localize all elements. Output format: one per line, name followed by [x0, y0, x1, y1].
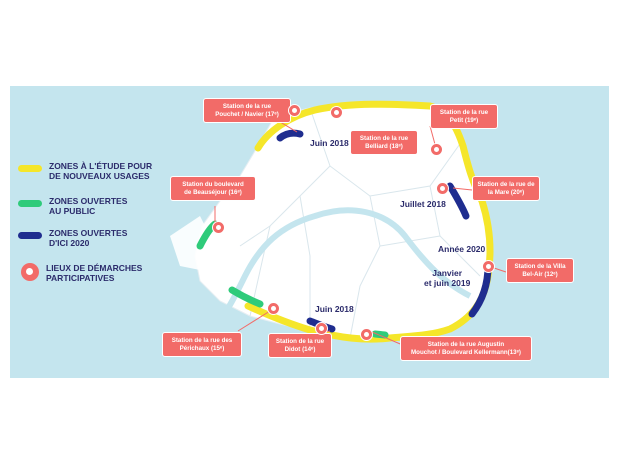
- station-callout: Station du boulevard de Beauséjour (16ᵉ): [170, 176, 256, 201]
- location-pin-icon: [330, 106, 343, 119]
- paris-map: ZONES À L'ÉTUDE POUR DE NOUVEAUX USAGES …: [10, 86, 609, 378]
- date-label: Janvier et juin 2019: [424, 268, 471, 288]
- station-callout: Station de la rue Petit (19ᵉ): [430, 104, 498, 129]
- blue-swatch-icon: [18, 232, 42, 239]
- map-graphic: [170, 100, 507, 347]
- date-label: Année 2020: [438, 244, 486, 254]
- location-pin-icon: [436, 182, 449, 195]
- station-callout: Station de la rue Pouchet / Navier (17ᵉ): [203, 98, 291, 123]
- legend-item-participation: LIEUX DE DÉMARCHES PARTICIPATIVES: [18, 263, 154, 283]
- location-pin-icon: [315, 322, 328, 335]
- legend-label: ZONES OUVERTES AU PUBLIC: [49, 196, 128, 216]
- yellow-swatch-icon: [18, 165, 42, 172]
- green-segment-south-west: [228, 286, 264, 308]
- location-pin-icon: [430, 143, 443, 156]
- location-pin-icon: [360, 328, 373, 341]
- west-park: [170, 216, 215, 271]
- station-callout: Station de la rue des Périchaux (15ᵉ): [162, 332, 242, 357]
- legend-item-study-zones: ZONES À L'ÉTUDE POUR DE NOUVEAUX USAGES: [18, 161, 157, 181]
- location-pin-icon: [212, 221, 225, 234]
- station-callout: Station de la rue Belliard (18ᵉ): [350, 130, 418, 155]
- yellow-loop: [244, 100, 494, 343]
- location-pin-icon: [267, 302, 280, 315]
- station-callout: Station de la rue Didot (14ᵉ): [268, 333, 332, 358]
- location-pin-icon: [482, 260, 495, 273]
- station-callout: Station de la Villa Bel-Air (12ᵉ): [506, 258, 574, 283]
- seine-river: [212, 207, 472, 328]
- legend-label: ZONES À L'ÉTUDE POUR DE NOUVEAUX USAGES: [49, 161, 153, 181]
- date-label: Juillet 2018: [400, 199, 446, 209]
- legend-label: ZONES OUVERTES D'ICI 2020: [49, 228, 128, 248]
- blue-segment-east: [446, 182, 470, 220]
- green-swatch-icon: [18, 200, 42, 207]
- legend-item-open-zones: ZONES OUVERTES AU PUBLIC: [18, 196, 157, 216]
- location-pin-icon: [288, 104, 301, 117]
- legend-label: LIEUX DE DÉMARCHES PARTICIPATIVES: [46, 263, 143, 283]
- station-callout: Station de la rue Augustin Mouchot / Bou…: [400, 336, 532, 361]
- date-label: Juin 2018: [310, 138, 349, 148]
- station-callout: Station de la rue de la Mare (20ᵉ): [472, 176, 540, 201]
- blue-segment-north-west: [276, 129, 304, 142]
- date-label: Juin 2018: [315, 304, 354, 314]
- location-pin-icon: [21, 263, 39, 281]
- legend-item-2020-zones: ZONES OUVERTES D'ICI 2020: [18, 228, 157, 248]
